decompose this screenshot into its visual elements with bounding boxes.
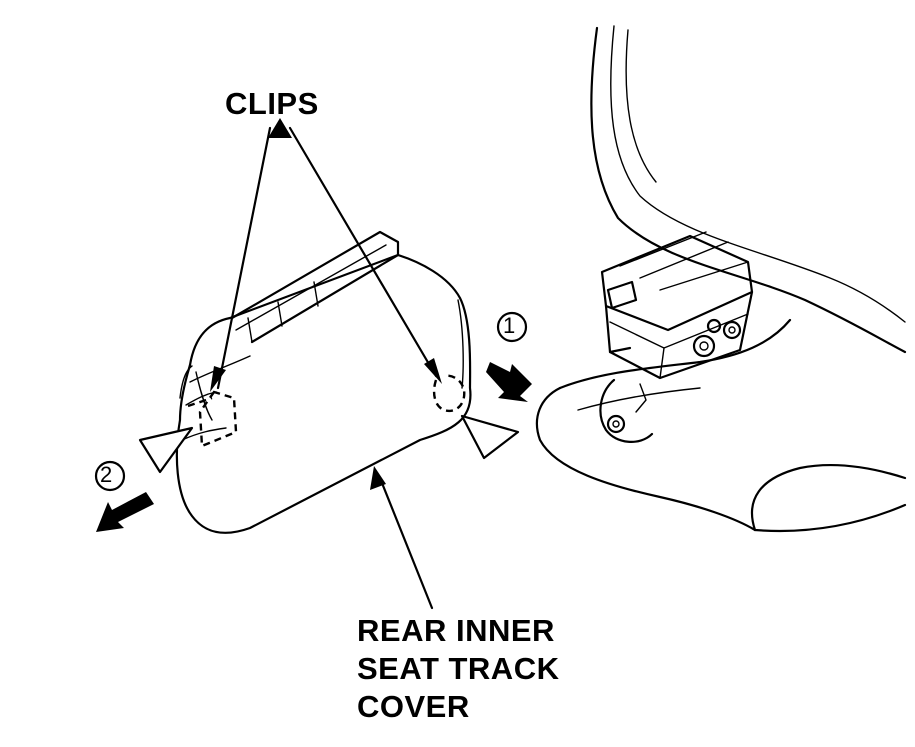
triangle-pointer-right-icon bbox=[460, 414, 520, 460]
pry-pointers bbox=[138, 414, 520, 474]
seat-assembly bbox=[535, 25, 907, 533]
seat-track-cover bbox=[175, 230, 472, 534]
part-leader bbox=[370, 466, 434, 610]
step1-arrow-icon bbox=[486, 311, 532, 402]
step2-number: 2 bbox=[100, 462, 113, 487]
part-label-line2: SEAT TRACK bbox=[357, 651, 560, 686]
part-label: REAR INNER SEAT TRACK COVER bbox=[357, 612, 559, 726]
step1-number: 1 bbox=[503, 313, 516, 338]
triangle-pointer-left-icon bbox=[138, 426, 194, 474]
seat-track-latch bbox=[599, 231, 754, 443]
part-label-line3: COVER bbox=[357, 689, 470, 724]
part-label-line1: REAR INNER bbox=[357, 613, 555, 648]
step2-arrow-icon bbox=[94, 460, 154, 532]
leader-arrow-right-clip-icon bbox=[424, 358, 442, 384]
clips-label: CLIPS bbox=[225, 86, 319, 121]
leader-arrow-left-clip-icon bbox=[210, 366, 226, 392]
clips-leaders bbox=[210, 118, 442, 392]
